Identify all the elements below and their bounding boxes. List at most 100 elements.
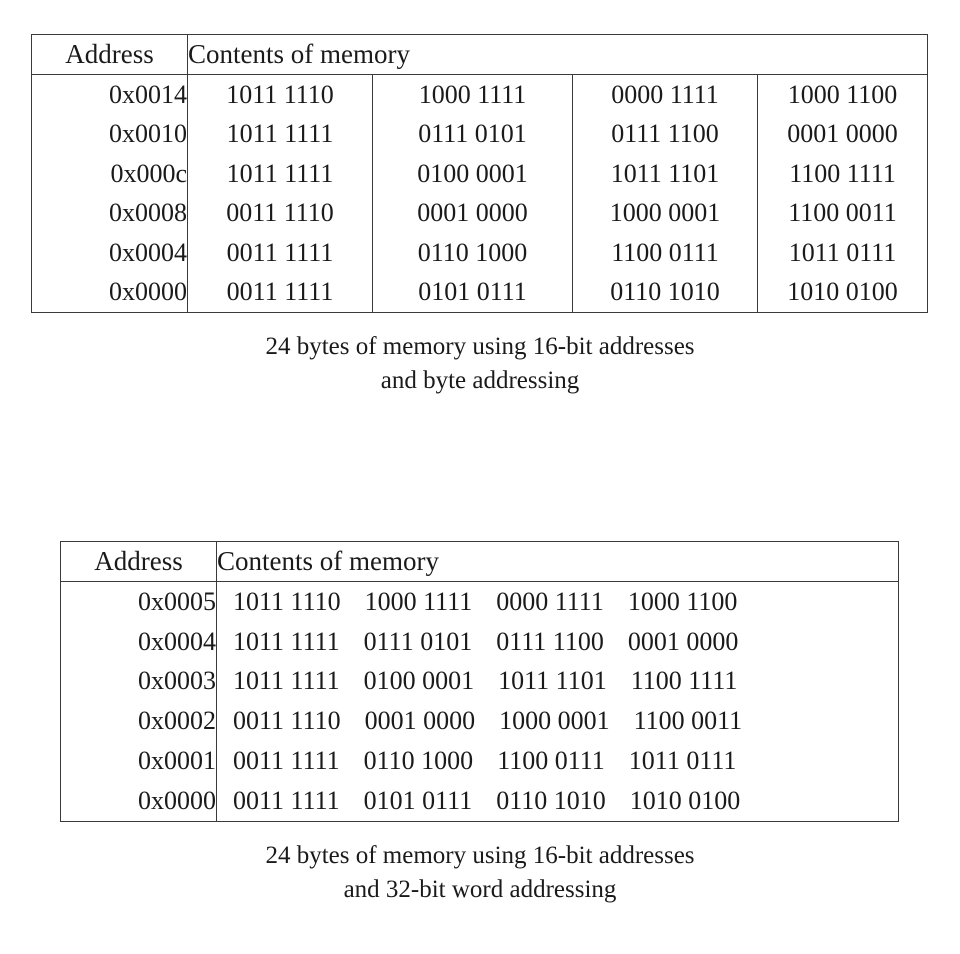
word-bytes: 1011 1111 0111 0101 0111 1100 0001 0000 [217,626,898,656]
cell-address: 0x0001 [60,741,217,781]
column-header-address: Address [31,34,188,75]
cell-byte: 0001 0000 [372,193,573,233]
cell-byte: 1000 0001 [499,706,610,736]
word-bytes: 0011 1111 0110 1000 1100 0111 1011 0111 [217,748,898,774]
cell-byte: 1011 1101 [498,666,607,696]
cell-address: 0x0003 [60,661,217,702]
cell-byte: 0111 1100 [496,626,604,656]
cell-byte: 1011 1110 [187,74,373,115]
table-header: Address Contents of memory [31,34,928,75]
cell-byte: 0011 1110 [233,706,341,736]
cell-byte: 1100 0111 [572,233,758,273]
memory-table-byte-addressing: Address Contents of memory 0x0014 1011 1… [31,34,929,313]
table-body: 0x0014 1011 1110 1000 1111 0000 1111 100… [31,74,928,313]
cell-byte: 0111 0101 [363,626,473,656]
cell-byte: 1100 1111 [630,666,738,696]
cell-byte: 1011 1111 [233,666,340,696]
caption-line-1: 24 bytes of memory using 16-bit addresse… [265,842,695,869]
cell-address: 0x0004 [31,233,188,273]
cell-byte: 0100 0001 [363,666,475,696]
word-bytes: 0011 1111 0101 0111 0110 1010 1010 0100 [217,785,898,815]
table-row: 0x000c 1011 1111 0100 0001 1011 1101 110… [31,154,928,194]
table-row: 0x0000 0011 1111 0101 0111 0110 1010 101… [31,272,928,313]
cell-byte: 0000 1111 [572,74,758,115]
table-row: 0x0014 1011 1110 1000 1111 0000 1111 100… [31,74,928,115]
word-bytes: 1011 1111 0100 0001 1011 1101 1100 1111 [217,668,898,694]
table-row: 0x0000 0011 1111 0101 0111 0110 1010 101… [60,780,899,822]
header-row: Address Contents of memory [31,34,928,75]
caption-byte-addressing: 24 bytes of memory using 16-bit addresse… [0,330,960,397]
table-row: 0x0010 1011 1111 0111 0101 0111 1100 000… [31,114,928,154]
cell-byte: 0011 1111 [233,785,340,815]
cell-byte: 0101 0111 [363,785,473,815]
cell-word: 0011 1110 0001 0000 1000 0001 1100 0011 [216,701,899,742]
cell-byte: 0110 1010 [496,785,606,815]
cell-byte: 0110 1010 [572,272,758,313]
cell-byte: 1010 0100 [629,785,741,815]
cell-address: 0x0005 [60,581,217,622]
table-row: 0x0002 0011 1110 0001 0000 1000 0001 110… [60,701,899,742]
cell-word: 0011 1111 0110 1000 1100 0111 1011 0111 [216,741,899,781]
cell-byte: 0111 0101 [372,114,573,154]
cell-byte: 0000 1111 [496,586,604,616]
cell-byte: 0110 1000 [363,746,474,776]
memory-table-word-addressing: Address Contents of memory 0x0005 1011 1… [60,541,899,822]
table-row: 0x0008 0011 1110 0001 0000 1000 0001 110… [31,193,928,233]
cell-byte: 0011 1111 [187,272,373,313]
cell-byte: 1011 1111 [233,626,340,656]
column-header-address: Address [60,541,217,582]
table-row: 0x0004 0011 1111 0110 1000 1100 0111 101… [31,233,928,273]
cell-byte: 1000 1111 [372,74,573,115]
cell-byte: 1100 0111 [497,746,605,776]
header-row: Address Contents of memory [60,541,899,582]
table-row: 0x0003 1011 1111 0100 0001 1011 1101 110… [60,661,899,702]
cell-byte: 0111 1100 [572,114,758,154]
cell-byte: 1011 1110 [233,586,341,616]
caption-line-2: and byte addressing [380,366,580,394]
table-row: 0x0001 0011 1111 0110 1000 1100 0111 101… [60,741,899,781]
caption-line-1: 24 bytes of memory using 16-bit addresse… [265,333,695,360]
cell-word: 1011 1111 0100 0001 1011 1101 1100 1111 [216,661,899,702]
cell-byte: 1010 0100 [756,272,928,313]
cell-byte: 1011 0111 [628,746,737,776]
caption-word-addressing: 24 bytes of memory using 16-bit addresse… [0,839,960,906]
table-header: Address Contents of memory [60,541,899,582]
table-row: 0x0005 1011 1110 1000 1111 0000 1111 100… [60,581,899,622]
cell-byte: 0100 0001 [372,154,573,194]
cell-byte: 1000 1100 [627,586,738,616]
cell-byte: 0001 0000 [627,626,739,656]
cell-byte: 1100 0011 [756,193,928,233]
cell-word: 0011 1111 0101 0111 0110 1010 1010 0100 [216,780,899,822]
word-bytes: 0011 1110 0001 0000 1000 0001 1100 0011 [217,708,898,734]
cell-byte: 1011 1101 [572,154,758,194]
cell-address: 0x0000 [31,272,188,313]
cell-byte: 0001 0000 [364,706,476,736]
cell-byte: 0011 1111 [187,233,373,273]
caption-line-2: and 32-bit word addressing [343,875,617,903]
table-row: 0x0004 1011 1111 0111 0101 0111 1100 000… [60,621,899,662]
cell-address: 0x000c [31,154,188,194]
cell-byte: 1100 1111 [756,154,928,194]
cell-byte: 0101 0111 [372,272,573,313]
cell-address: 0x0008 [31,193,188,233]
cell-byte: 0001 0000 [756,114,928,154]
cell-address: 0x0004 [60,621,217,662]
cell-word: 1011 1111 0111 0101 0111 1100 0001 0000 [216,621,899,662]
cell-address: 0x0000 [60,780,217,822]
cell-byte: 1011 1111 [187,154,373,194]
table-body: 0x0005 1011 1110 1000 1111 0000 1111 100… [60,581,899,822]
cell-byte: 1000 1100 [756,74,928,115]
cell-byte: 0110 1000 [372,233,573,273]
cell-byte: 0011 1111 [233,746,340,776]
cell-byte: 1000 0001 [572,193,758,233]
cell-word: 1011 1110 1000 1111 0000 1111 1000 1100 [216,581,899,622]
cell-byte: 1000 1111 [364,586,473,616]
cell-address: 0x0002 [60,701,217,742]
column-header-contents: Contents of memory [186,34,928,75]
cell-address: 0x0010 [31,114,188,154]
cell-byte: 1011 1111 [187,114,373,154]
cell-address: 0x0014 [31,74,188,115]
cell-byte: 1100 0011 [633,706,743,736]
cell-byte: 1011 0111 [756,233,928,273]
cell-byte: 0011 1110 [187,193,373,233]
